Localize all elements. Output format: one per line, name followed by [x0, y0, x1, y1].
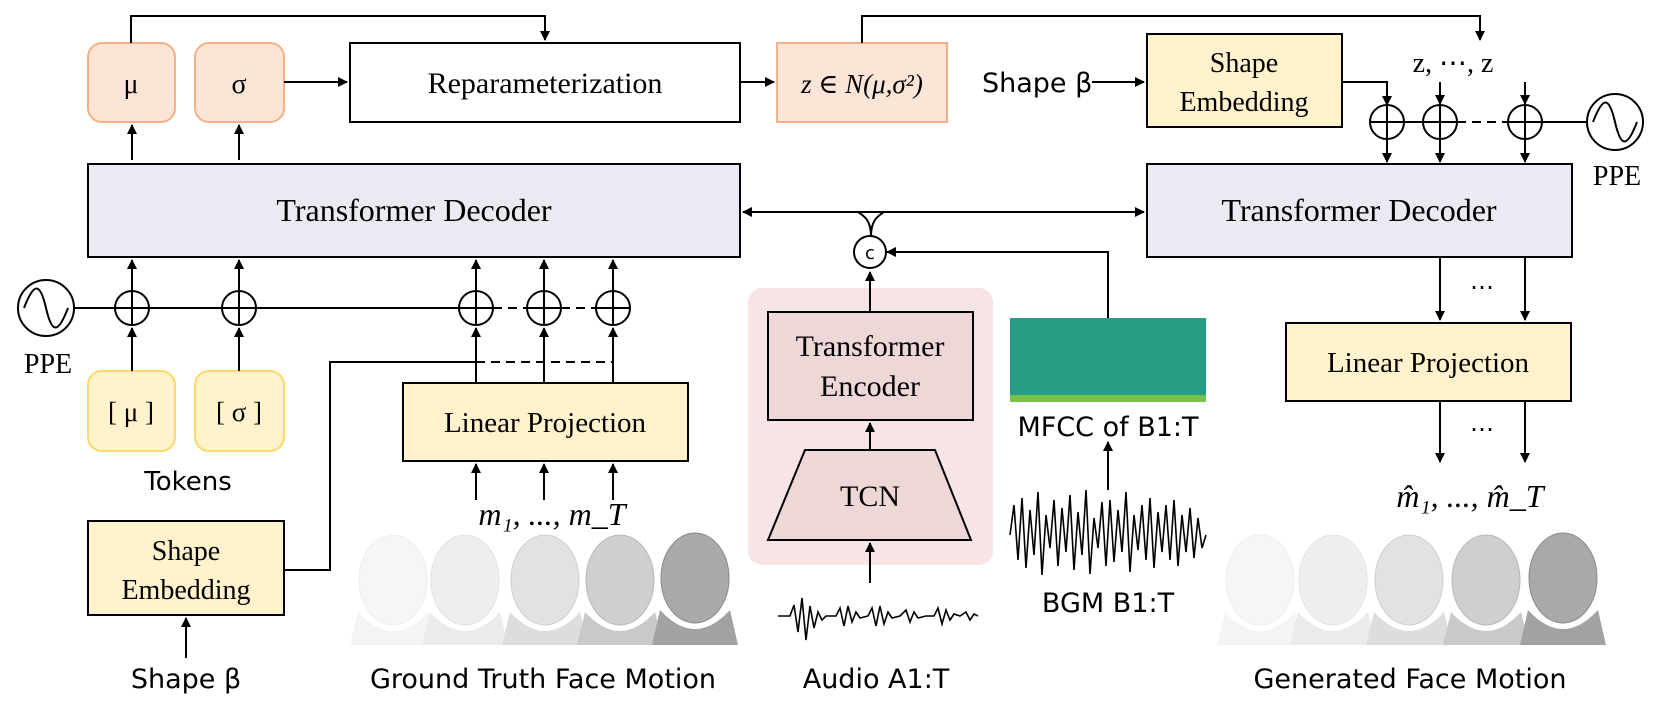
add-node-top-1 — [1369, 104, 1405, 140]
transformer-decoder-left-label: Transformer Decoder — [276, 192, 552, 228]
linear-projection-left — [402, 382, 689, 462]
shape-embedding-top-box — [1146, 33, 1343, 128]
add-node-bottom-3 — [458, 290, 494, 326]
shape-embedding-bottom-box — [87, 520, 285, 616]
transformer-encoder-box — [767, 311, 974, 421]
add-node-bottom-5 — [595, 290, 631, 326]
tcn-label: TCN — [840, 480, 900, 513]
concat-label: c — [865, 243, 875, 264]
tokens-label: Tokens — [143, 467, 232, 497]
reparameterization-label: Reparameterization — [428, 67, 663, 100]
gen-face-4 — [1443, 534, 1529, 645]
audio-waveform — [778, 597, 979, 641]
shape-embedding-bottom-line1: Shape — [152, 536, 220, 567]
reparameterization-box — [349, 42, 741, 123]
z-distribution-box — [776, 42, 948, 123]
gt-face-5 — [652, 532, 738, 645]
m-hat-sequence-label: m̂₁, ..., m̂_T — [1396, 478, 1545, 514]
add-node-top-3 — [1507, 104, 1543, 140]
audio-label: Audio A1:T — [803, 664, 950, 695]
transformer-decoder-left — [87, 163, 741, 258]
bgm-label: BGM B1:T — [1042, 588, 1175, 619]
gt-face-2 — [422, 534, 508, 645]
transformer-decoder-right-label: Transformer Decoder — [1221, 192, 1497, 228]
dots-top: ⋯ — [1470, 275, 1494, 301]
transformer-encoder-line1: Transformer — [796, 330, 945, 363]
ppe-sine-icon-right — [1586, 93, 1644, 151]
gt-face-1 — [350, 534, 436, 645]
m-sequence-label: m₁, ..., m_T — [478, 496, 627, 532]
dots-bottom: ⋯ — [1470, 417, 1494, 443]
sigma-label: σ — [231, 69, 246, 100]
mu-label: μ — [123, 69, 138, 100]
mfcc-spectrogram — [1010, 318, 1206, 402]
tcn-trapezoid — [766, 449, 973, 541]
gt-face-3 — [502, 534, 588, 645]
shape-embedding-top-line2: Embedding — [1179, 87, 1308, 118]
add-node-bottom-4 — [526, 290, 562, 326]
z-distribution-label: z ∈ N(μ,σ²) — [800, 69, 923, 99]
gen-face-5 — [1520, 532, 1606, 645]
ground-truth-label: Ground Truth Face Motion — [370, 664, 716, 695]
gen-face-2 — [1290, 534, 1376, 645]
linear-projection-left-label: Linear Projection — [444, 407, 647, 439]
add-node-bottom-1 — [114, 290, 150, 326]
mfcc-band — [1010, 395, 1206, 402]
gen-face-1 — [1217, 534, 1303, 645]
generated-faces — [1217, 532, 1606, 645]
bgm-waveform — [1009, 489, 1207, 576]
linear-projection-right-label: Linear Projection — [1327, 347, 1530, 379]
shape-embedding-top-line1: Shape — [1210, 48, 1278, 79]
shape-beta-bottom-label: Shape β — [131, 664, 241, 695]
add-node-top-2 — [1422, 104, 1458, 140]
transformer-decoder-right — [1146, 163, 1573, 258]
add-node-bottom-2 — [221, 290, 257, 326]
gt-face-4 — [577, 534, 663, 645]
token-mu-label: [ μ ] — [108, 397, 154, 427]
z-sequence-label: z, ⋯, z — [1413, 48, 1494, 79]
shape-beta-top-label: Shape β — [982, 68, 1092, 99]
shape-embedding-bottom-line2: Embedding — [121, 575, 250, 606]
ground-truth-faces — [350, 532, 738, 645]
ppe-label-left: PPE — [24, 349, 72, 380]
mfcc-label: MFCC of B1:T — [1017, 412, 1199, 443]
ppe-sine-icon-left — [17, 279, 75, 337]
transformer-encoder-line2: Encoder — [820, 370, 920, 403]
gen-face-3 — [1366, 534, 1452, 645]
generated-motion-label: Generated Face Motion — [1254, 664, 1567, 695]
ppe-label-right: PPE — [1593, 161, 1641, 192]
linear-projection-right — [1285, 322, 1572, 402]
token-sigma-label: [ σ ] — [216, 397, 262, 427]
